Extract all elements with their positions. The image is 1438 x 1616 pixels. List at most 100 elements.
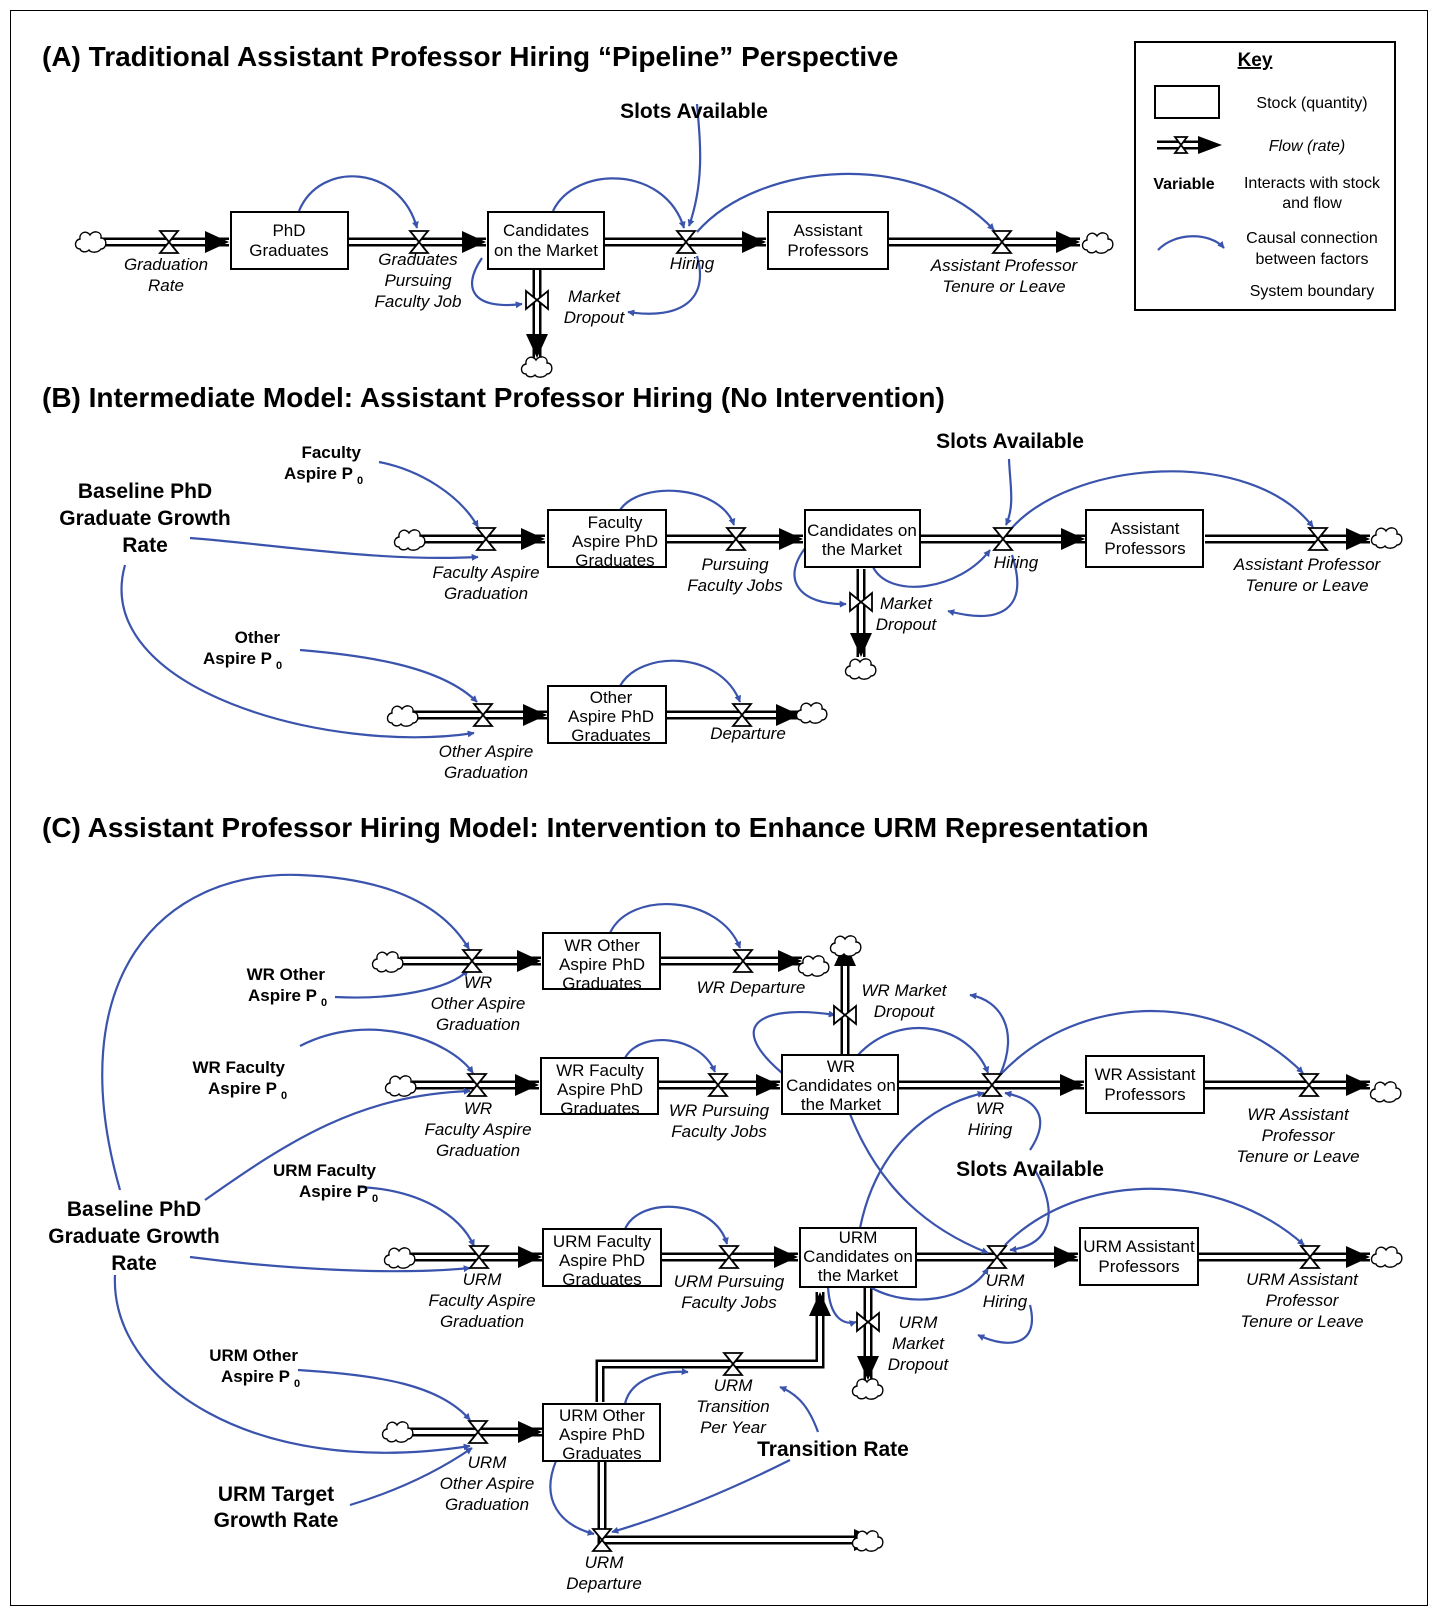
- c-cloud-urm-other-source: [381, 1421, 414, 1443]
- c-cause-urm-faculty-aspire-to-pursuing: [623, 1205, 729, 1245]
- b-valve-hiring: [992, 527, 1014, 551]
- c-valve-urm-tenure: [1299, 1245, 1321, 1269]
- a-cloud-source: [74, 231, 107, 253]
- c-cause-urm-other-aspire-to-departure: [549, 1460, 595, 1536]
- c-valve-wr-tenure: [1298, 1073, 1320, 1097]
- c-stock-wr-faculty-aspire: [540, 1057, 659, 1115]
- b-flow-other-graduation-arrowhead: [523, 704, 547, 726]
- b-cause-other-aspire-to-departure: [619, 659, 742, 703]
- a-cause-candidates-to-dropout: [471, 257, 523, 309]
- c-cause-wr-other-p0-to-graduation: [334, 969, 469, 999]
- a-cause-candidates-to-hiring: [552, 177, 686, 229]
- c-flow-urm-dropout-arrowhead: [857, 1356, 879, 1380]
- panel-c-title: (C) Assistant Professor Hiring Model: In…: [42, 812, 1149, 843]
- b-cause-hiring-to-tenure: [1009, 470, 1314, 531]
- c-cause-wr-faculty-aspire-to-pursuing: [624, 1039, 717, 1073]
- c-flow-urm-other-graduation-arrowhead: [518, 1421, 542, 1443]
- a-stock-assistant-professors: [767, 211, 889, 270]
- a-stock-phd-graduates: [230, 211, 349, 270]
- c-flow-wr-tenure-arrowhead: [1346, 1074, 1370, 1096]
- b-flow-hiring-arrowhead: [1061, 528, 1085, 550]
- b-valve-faculty-graduation: [475, 527, 497, 551]
- c-cause-slots-to-wr-hiring: [1004, 1090, 1042, 1151]
- a-cause-hiring-to-dropout: [627, 255, 702, 317]
- b-cloud-faculty-source: [393, 529, 426, 551]
- b-flow-label-hiring: Hiring: [994, 553, 1039, 572]
- c-flow-urm-faculty-graduation-arrowhead: [518, 1246, 542, 1268]
- c-flow-wr-hiring-arrowhead: [1060, 1074, 1084, 1096]
- c-valve-urm-hiring: [986, 1245, 1008, 1269]
- a-valve-hiring: [675, 230, 697, 254]
- c-cloud-wr-tenure-sink: [1369, 1081, 1402, 1103]
- c-valve-wr-dropout: [833, 1004, 857, 1026]
- b-flow-departure-arrowhead: [776, 704, 800, 726]
- b-cause-faculty-p0-to-graduation: [378, 460, 479, 528]
- a-flow-graduation-arrowhead: [205, 231, 229, 253]
- a-flow-label-hiring: Hiring: [670, 254, 715, 273]
- a-cause-hiring-to-tenure: [696, 172, 995, 233]
- b-stock-faculty-aspire: [547, 509, 667, 568]
- c-flow-wr-other-graduation-arrowhead: [517, 950, 541, 972]
- b-flow-tenure-arrowhead: [1346, 528, 1370, 550]
- c-cause-urm-faculty-p0-to-graduation: [359, 1185, 476, 1247]
- c-stock-urm-candidates: [799, 1227, 917, 1288]
- c-cause-urm-hiring-to-tenure: [1004, 1187, 1305, 1246]
- key-stock-label: Stock (quantity): [1256, 95, 1367, 112]
- b-cause-candidates-to-dropout: [793, 546, 847, 608]
- b-valve-tenure: [1307, 527, 1329, 551]
- b-cause-slots-to-hiring: [1004, 458, 1013, 526]
- b-cloud-tenure-sink: [1370, 527, 1403, 549]
- panel-b-other-aspire-p0-subscript: 0: [276, 660, 282, 672]
- c-flow-wr-faculty-graduation-arrowhead: [515, 1074, 539, 1096]
- panel-b-slots-available: Slots Available: [936, 430, 1084, 453]
- c-cause-baseline-to-urm-other: [113, 1274, 471, 1454]
- b-flow-pursuing-arrowhead: [779, 528, 803, 550]
- c-cause-wr-hiring-to-tenure: [999, 1009, 1304, 1076]
- c-cause-urm-candidates-to-hiring: [869, 1267, 989, 1301]
- c-cause-wr-candidates-to-hiring: [857, 1026, 990, 1074]
- a-stock-candidates: [487, 211, 605, 270]
- b-valve-dropout: [849, 591, 873, 613]
- b-valve-other-graduation: [472, 703, 494, 727]
- b-stock-assistant: [1085, 509, 1204, 568]
- c-cloud-urm-departure-sink: [851, 1530, 884, 1552]
- c-valve-urm-pursuing: [718, 1245, 740, 1269]
- a-flow-tenure-arrowhead: [1056, 231, 1080, 253]
- c-flow-urm-departure: [597, 1461, 878, 1545]
- panel-a-title: (A) Traditional Assistant Professor Hiri…: [42, 41, 898, 72]
- b-cause-other-p0-to-graduation: [299, 648, 478, 703]
- c-cloud-wr-departure-sink: [797, 955, 830, 977]
- c-flow-urm-tenure-arrowhead: [1346, 1246, 1370, 1268]
- c-flow-urm-transition-arrowhead: [809, 1292, 831, 1316]
- c-flow-wr-pursuing-arrowhead: [756, 1074, 780, 1096]
- panel-b-title: (B) Intermediate Model: Assistant Profes…: [42, 382, 945, 413]
- c-cause-baseline-to-wr-other: [101, 873, 470, 1191]
- c-flow-label-wr-departure: WR Departure: [697, 978, 806, 997]
- panel-a-slots-available: Slots Available: [620, 100, 768, 123]
